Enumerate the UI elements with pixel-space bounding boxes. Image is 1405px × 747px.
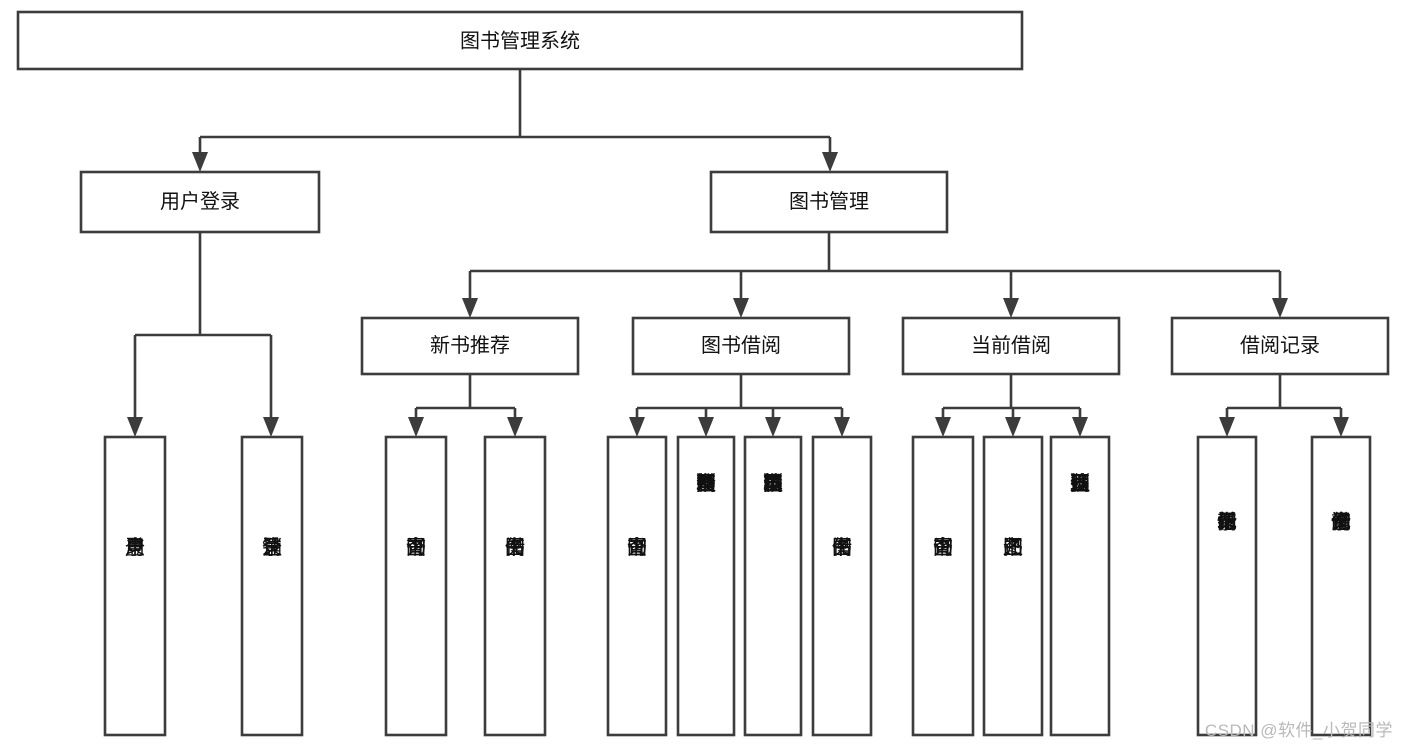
node-box[interactable]: [911, 435, 975, 737]
node-root-图书管理系统[interactable]: 图书管理系统: [16, 10, 1024, 71]
node-label: 当前借阅: [971, 334, 1051, 357]
csdn-watermark: CSDN @软件_小贺同学: [1204, 721, 1393, 740]
leaf-确认归还-管理员[interactable]: 确认归还（管理员）: [1049, 435, 1111, 737]
arrow-head-new-book-recommend: [462, 298, 478, 318]
node-box[interactable]: [982, 435, 1044, 737]
arrow-head-borrow-borrow-book: [834, 417, 850, 437]
leaf-注销登录[interactable]: 注销登录: [240, 435, 304, 737]
node-box[interactable]: [79, 170, 321, 234]
node-box[interactable]: [606, 435, 668, 737]
leaf-新增图书-管理员[interactable]: 新增图书（管理员）: [676, 435, 736, 737]
node-图书借阅[interactable]: 图书借阅: [631, 316, 851, 376]
arrow-head-user-login-leaf: [127, 417, 143, 437]
arrow-head-borrow-edit-book: [765, 417, 781, 437]
node-label: 查询借阅记录: [1331, 510, 1351, 533]
node-box[interactable]: [360, 316, 580, 376]
node-box[interactable]: [384, 435, 448, 737]
arrow-head-current-return-book: [1005, 417, 1021, 437]
arrow-head-record-add: [1219, 417, 1235, 437]
leaf-查询图书-借阅[interactable]: 查询图书: [606, 435, 668, 737]
node-图书管理[interactable]: 图书管理: [709, 170, 949, 234]
arrow-head-borrow-add-book: [698, 417, 714, 437]
node-label: 归还图书: [1003, 536, 1023, 559]
node-新书推荐[interactable]: 新书推荐: [360, 316, 580, 376]
node-label: 编辑图书（管理员）: [763, 472, 783, 495]
connector-lines: [127, 69, 1349, 437]
node-box[interactable]: [1196, 435, 1258, 737]
leaf-查询图书-当前[interactable]: 查询图书: [911, 435, 975, 737]
leaf-新增借阅记录[interactable]: 新增借阅记录: [1196, 435, 1258, 737]
arrow-head-recommend-borrow-book: [507, 417, 523, 437]
node-label: 新增图书（管理员）: [696, 472, 716, 495]
node-label: 借阅图书: [832, 536, 852, 559]
arrow-head-user-logout-leaf: [263, 417, 279, 437]
node-label: 用户登录: [160, 190, 240, 213]
node-box[interactable]: [16, 10, 1024, 71]
node-label: 查询图书: [627, 536, 647, 559]
node-label: 用户登录: [125, 536, 145, 559]
node-label: 注销登录: [262, 536, 282, 559]
arrow-head-recommend-query-book: [408, 417, 424, 437]
node-借阅记录[interactable]: 借阅记录: [1170, 316, 1390, 376]
arrow-head-current-borrow: [1003, 298, 1019, 318]
node-label: 新增借阅记录: [1217, 510, 1237, 533]
node-box[interactable]: [1310, 435, 1372, 737]
node-box[interactable]: [240, 435, 304, 737]
leaf-借阅图书-推荐[interactable]: 借阅图书: [483, 435, 547, 737]
node-box[interactable]: [811, 435, 873, 737]
node-label: 图书借阅: [701, 334, 781, 357]
node-box[interactable]: [743, 435, 803, 737]
arrow-head-borrow-record: [1272, 298, 1288, 318]
arrow-head-book-borrow: [733, 298, 749, 318]
node-label: 借阅图书: [505, 536, 525, 559]
leaf-编辑图书-管理员[interactable]: 编辑图书（管理员）: [743, 435, 803, 737]
leaf-借阅图书-借阅[interactable]: 借阅图书: [811, 435, 873, 737]
arrow-head-user-login: [192, 152, 208, 172]
arrow-head-current-query-book: [935, 417, 951, 437]
leaf-查询图书-推荐[interactable]: 查询图书: [384, 435, 448, 737]
node-box[interactable]: [1170, 316, 1390, 376]
leaf-用户登录[interactable]: 用户登录: [103, 435, 167, 737]
node-label: 确认归还（管理员）: [1070, 472, 1090, 495]
arrow-head-record-query: [1333, 417, 1349, 437]
leaf-查询借阅记录[interactable]: 查询借阅记录: [1310, 435, 1372, 737]
node-box[interactable]: [676, 435, 736, 737]
node-box[interactable]: [103, 435, 167, 737]
node-label: 图书管理: [789, 190, 869, 213]
leaf-归还图书[interactable]: 归还图书: [982, 435, 1044, 737]
node-label: 借阅记录: [1240, 334, 1320, 357]
node-label: 查询图书: [933, 536, 953, 559]
node-box[interactable]: [483, 435, 547, 737]
node-label: 查询图书: [406, 536, 426, 559]
node-box[interactable]: [631, 316, 851, 376]
node-box[interactable]: [1049, 435, 1111, 737]
node-box[interactable]: [709, 170, 949, 234]
arrow-head-borrow-query-book: [629, 417, 645, 437]
node-用户登录[interactable]: 用户登录: [79, 170, 321, 234]
node-当前借阅[interactable]: 当前借阅: [901, 316, 1121, 376]
node-label: 新书推荐: [430, 334, 510, 357]
arrow-head-current-confirm-return: [1072, 417, 1088, 437]
node-label: 图书管理系统: [460, 30, 580, 53]
arrow-head-book-management: [822, 152, 838, 172]
node-box[interactable]: [901, 316, 1121, 376]
